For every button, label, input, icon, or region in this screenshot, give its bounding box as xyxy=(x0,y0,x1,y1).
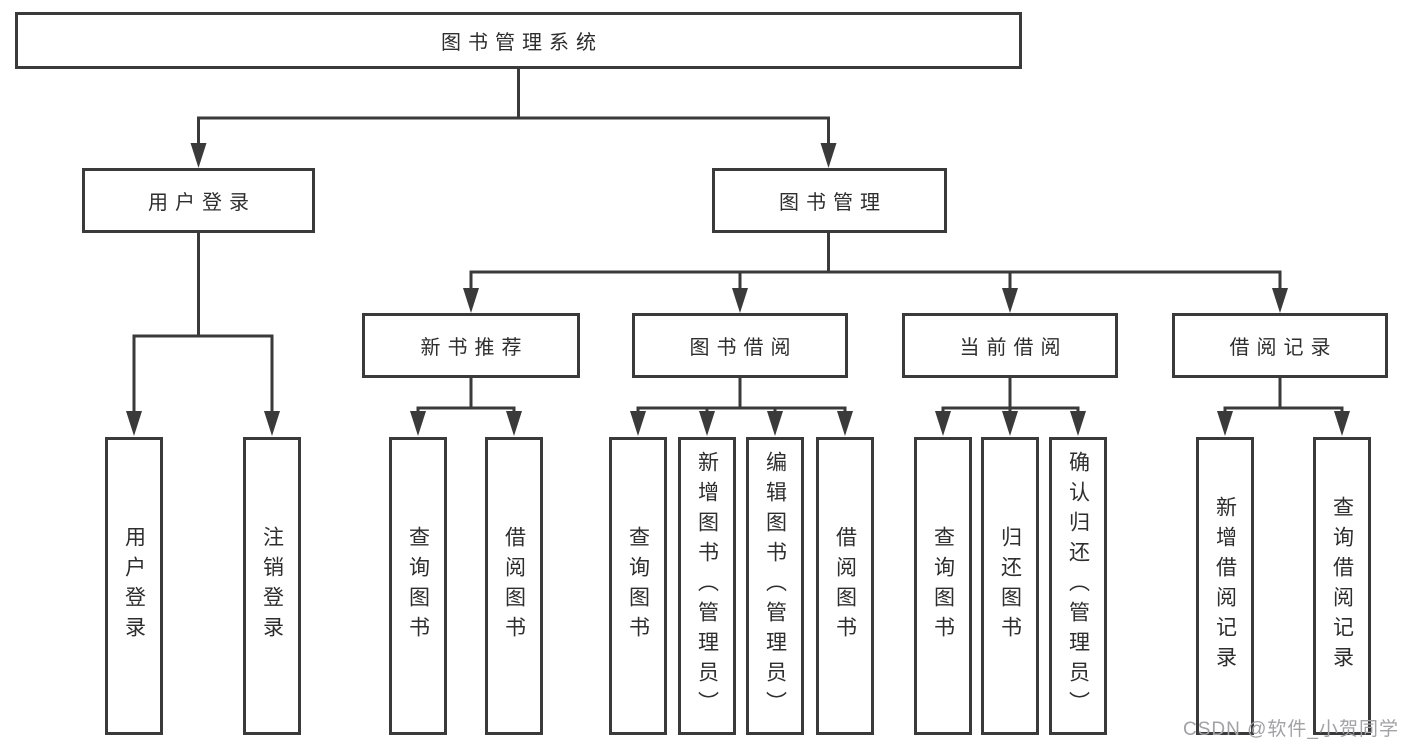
arrowhead xyxy=(935,411,951,436)
node-book-management: 图书管理 xyxy=(712,168,947,233)
arrowhead xyxy=(1334,411,1350,436)
arrowhead xyxy=(126,411,142,436)
leaf-add-book-admin: 新增图书（管理员） xyxy=(678,437,736,735)
arrowhead xyxy=(1002,288,1018,313)
leaf-borrow-books-recommend: 借阅图书 xyxy=(485,437,543,735)
arrowhead xyxy=(837,411,853,436)
arrowhead xyxy=(630,411,646,436)
connector-records-children xyxy=(1223,377,1344,414)
leaf-query-books-current: 查询图书 xyxy=(914,437,972,735)
node-book-borrowing: 图书借阅 xyxy=(632,313,848,378)
leaf-query-books-borrowing: 查询图书 xyxy=(609,437,667,735)
arrowhead xyxy=(1217,411,1233,436)
node-current-borrowing: 当前借阅 xyxy=(902,313,1118,378)
arrowhead xyxy=(463,288,479,313)
connector-userlogin-children xyxy=(132,233,274,414)
node-new-book-recommendation: 新书推荐 xyxy=(362,313,580,378)
leaf-confirm-return-admin: 确认归还（管理员） xyxy=(1049,437,1107,735)
watermark: CSDN @软件_小贺同学 xyxy=(1183,719,1399,740)
leaf-user-login: 用户登录 xyxy=(105,437,163,735)
arrowhead xyxy=(1002,411,1018,436)
arrowhead xyxy=(410,411,426,436)
leaf-return-books: 归还图书 xyxy=(981,437,1039,735)
arrowhead xyxy=(820,143,837,168)
connector-root-to-level2 xyxy=(197,69,830,146)
connector-newbook-children xyxy=(416,377,516,414)
arrowhead xyxy=(699,411,715,436)
node-borrowing-records: 借阅记录 xyxy=(1172,313,1388,378)
node-library-management-system: 图书管理系统 xyxy=(15,12,1022,69)
arrowhead xyxy=(732,288,748,313)
connector-current-children xyxy=(941,377,1080,414)
arrowhead xyxy=(506,411,522,436)
leaf-logout: 注销登录 xyxy=(243,437,301,735)
arrowhead xyxy=(264,411,280,436)
leaf-edit-book-admin: 编辑图书（管理员） xyxy=(746,437,804,735)
arrowhead xyxy=(1070,411,1086,436)
leaf-add-borrow-record: 新增借阅记录 xyxy=(1196,437,1254,735)
arrowhead xyxy=(1272,288,1288,313)
arrowhead xyxy=(190,143,207,168)
leaf-query-books-recommend: 查询图书 xyxy=(389,437,447,735)
connector-borrowing-children xyxy=(636,377,847,414)
connector-bookmgmt-children xyxy=(469,233,1282,291)
leaf-query-borrow-record: 查询借阅记录 xyxy=(1313,437,1371,735)
arrowhead xyxy=(767,411,783,436)
node-user-login: 用户登录 xyxy=(82,168,315,233)
leaf-borrow-books: 借阅图书 xyxy=(816,437,874,735)
